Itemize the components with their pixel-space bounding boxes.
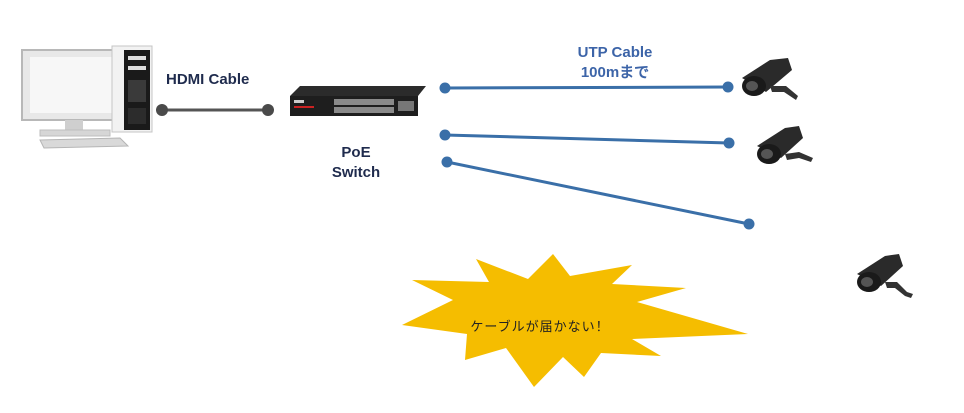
utp-label-line2: 100mまで xyxy=(580,64,650,81)
poe-label-line2: Switch xyxy=(331,164,381,181)
utp-cable-3 xyxy=(441,156,755,230)
poe-label-line1: PoE xyxy=(341,144,371,161)
camera-icon xyxy=(742,58,798,100)
warning-text: ケーブルが届かない！ xyxy=(470,320,610,335)
hdmi-cable xyxy=(156,104,274,116)
computer-icon xyxy=(21,45,153,149)
utp-label-line1: UTP Cable xyxy=(577,44,653,61)
camera-icon xyxy=(857,254,913,298)
utp-cable-1 xyxy=(439,81,734,94)
poe-switch-icon xyxy=(290,86,426,116)
camera-icon xyxy=(757,126,813,164)
warning-burst xyxy=(402,254,748,387)
utp-cable-label: UTP Cable 100mまで xyxy=(560,43,670,83)
utp-cable-2 xyxy=(439,129,735,149)
hdmi-cable-label: HDMI Cable xyxy=(166,71,250,88)
poe-switch-label: PoE Switch xyxy=(326,143,386,183)
